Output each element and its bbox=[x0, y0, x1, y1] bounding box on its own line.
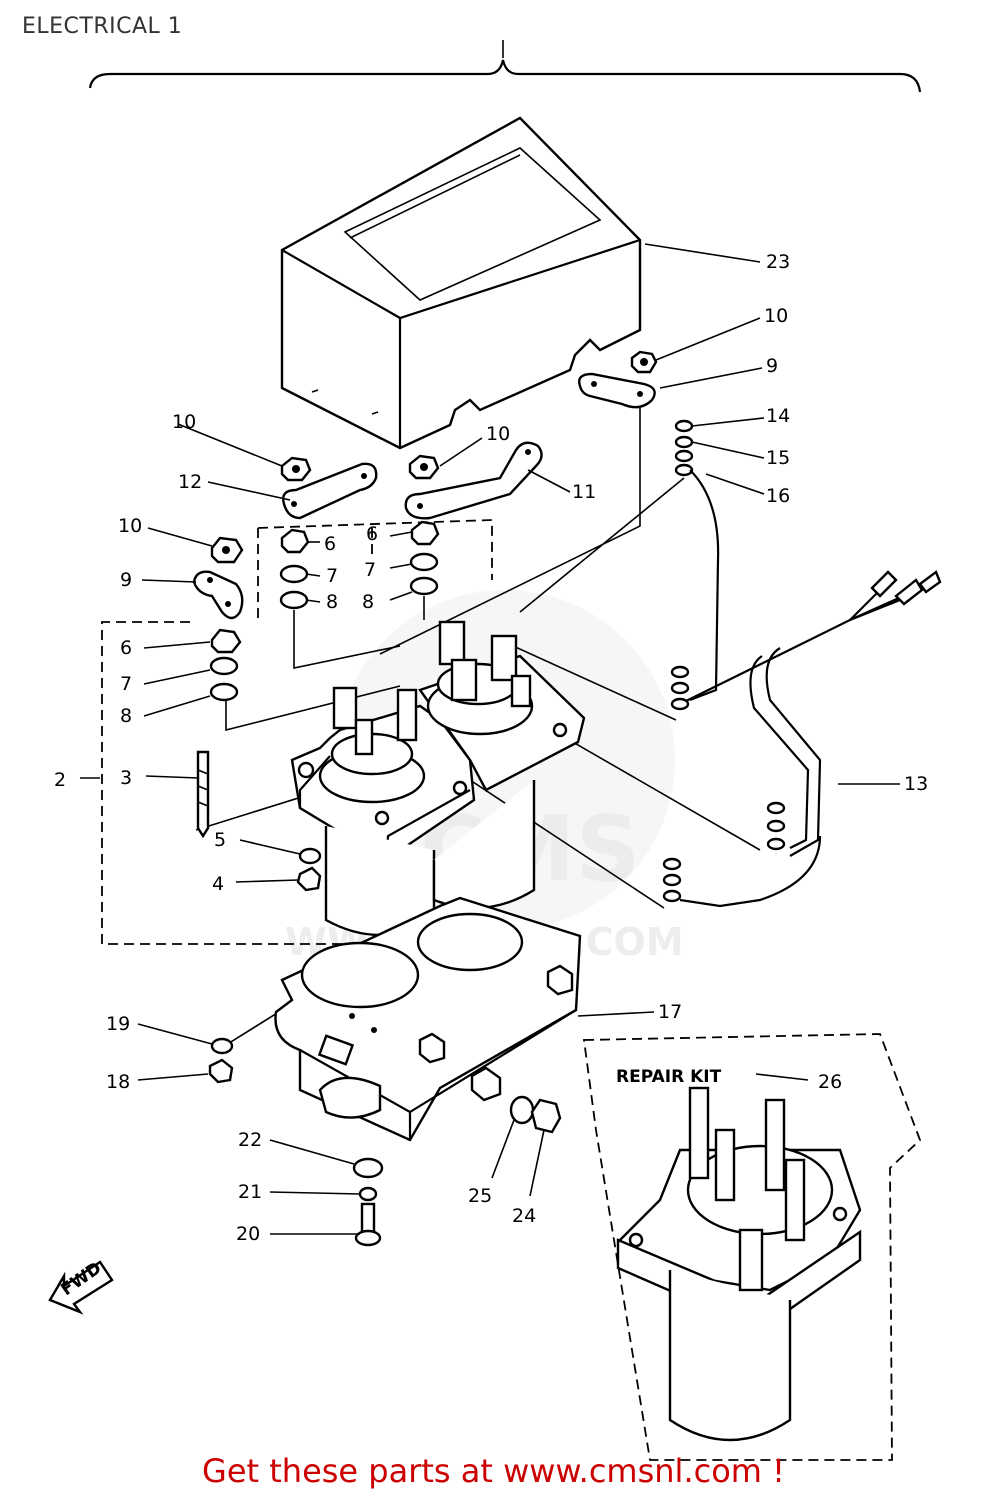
callout-7: 7 bbox=[326, 565, 338, 587]
terminal-plate-9-left bbox=[192, 570, 244, 620]
nut-18 bbox=[208, 1058, 234, 1084]
washer-21 bbox=[358, 1186, 378, 1202]
washer-5 bbox=[298, 847, 322, 865]
callout-23: 23 bbox=[766, 251, 790, 273]
callout-15: 15 bbox=[766, 447, 790, 469]
screw-3 bbox=[196, 750, 210, 839]
callout-6: 6 bbox=[324, 533, 336, 555]
forward-arrow: FWD bbox=[48, 1258, 114, 1315]
callout-10: 10 bbox=[486, 423, 510, 445]
washer-stack-6-7-8-left bbox=[209, 628, 242, 702]
callout-9: 9 bbox=[120, 569, 132, 591]
lead-wires-13 bbox=[662, 469, 942, 908]
repair-kit-label-group: REPAIR KIT 26 bbox=[616, 1067, 842, 1093]
callout-10: 10 bbox=[764, 305, 788, 327]
top-bracket bbox=[88, 40, 922, 93]
callout-26: 26 bbox=[818, 1071, 842, 1093]
washer-stack-14-15-16 bbox=[674, 419, 694, 477]
callout-6: 6 bbox=[120, 637, 132, 659]
washer-stack-6-7-8-center-right bbox=[409, 520, 440, 596]
terminal-nut-10-middle bbox=[408, 454, 440, 480]
callout-9: 9 bbox=[766, 355, 778, 377]
callout-19: 19 bbox=[106, 1013, 130, 1035]
callout-7: 7 bbox=[120, 673, 132, 695]
bolt-20 bbox=[354, 1202, 382, 1247]
repair-kit-relay bbox=[616, 1086, 862, 1442]
callout-4: 4 bbox=[212, 873, 224, 895]
washer-22 bbox=[352, 1157, 384, 1179]
callout-8: 8 bbox=[326, 591, 338, 613]
callout-2: 2 bbox=[54, 769, 66, 791]
callout-11: 11 bbox=[572, 481, 596, 503]
cover-box bbox=[280, 116, 642, 450]
callout-22: 22 bbox=[238, 1129, 262, 1151]
callout-14: 14 bbox=[766, 405, 790, 427]
starter-relay-assembly bbox=[290, 620, 586, 937]
terminal-nut-10-upper-left bbox=[280, 456, 312, 482]
callout-24: 24 bbox=[512, 1205, 536, 1227]
washer-stack-6-7-8-center-left bbox=[279, 528, 310, 610]
callout-labels: 23 10 9 14 15 16 10 10 11 12 10 6 6 7 7 … bbox=[54, 251, 928, 1245]
callout-10: 10 bbox=[118, 515, 142, 537]
repair-kit-label: REPAIR KIT bbox=[616, 1067, 722, 1087]
callout-8: 8 bbox=[362, 591, 374, 613]
washer-19 bbox=[210, 1037, 234, 1055]
callout-5: 5 bbox=[214, 829, 226, 851]
link-plate-11 bbox=[404, 441, 543, 520]
callout-10: 10 bbox=[172, 411, 196, 433]
dashed-group-outline bbox=[257, 519, 493, 620]
terminal-nut-10-lower-left bbox=[210, 536, 244, 564]
callout-20: 20 bbox=[236, 1223, 260, 1245]
repair-kit-outline bbox=[582, 1033, 922, 1461]
washer-25 bbox=[509, 1095, 535, 1125]
nut-24 bbox=[530, 1098, 562, 1134]
link-plate-12 bbox=[282, 462, 378, 520]
promo-link[interactable]: Get these parts at www.cmsnl.com ! bbox=[202, 1452, 785, 1490]
page-title: ELECTRICAL 1 bbox=[22, 14, 183, 39]
callout-13: 13 bbox=[904, 773, 928, 795]
assembly-2-outline bbox=[101, 621, 400, 945]
callout-21: 21 bbox=[238, 1181, 262, 1203]
callout-12: 12 bbox=[178, 471, 202, 493]
callout-17: 17 bbox=[658, 1001, 682, 1023]
relay-bracket-17 bbox=[274, 896, 582, 1142]
terminal-plate-9-right bbox=[578, 372, 656, 409]
callout-6: 6 bbox=[366, 523, 378, 545]
callout-8: 8 bbox=[120, 705, 132, 727]
nut-4 bbox=[296, 866, 322, 892]
callout-18: 18 bbox=[106, 1071, 130, 1093]
terminal-nut-10-right bbox=[630, 350, 658, 374]
callout-leaders bbox=[80, 243, 900, 1235]
callout-25: 25 bbox=[468, 1185, 492, 1207]
callout-16: 16 bbox=[766, 485, 790, 507]
callout-3: 3 bbox=[120, 767, 132, 789]
callout-7: 7 bbox=[364, 559, 376, 581]
